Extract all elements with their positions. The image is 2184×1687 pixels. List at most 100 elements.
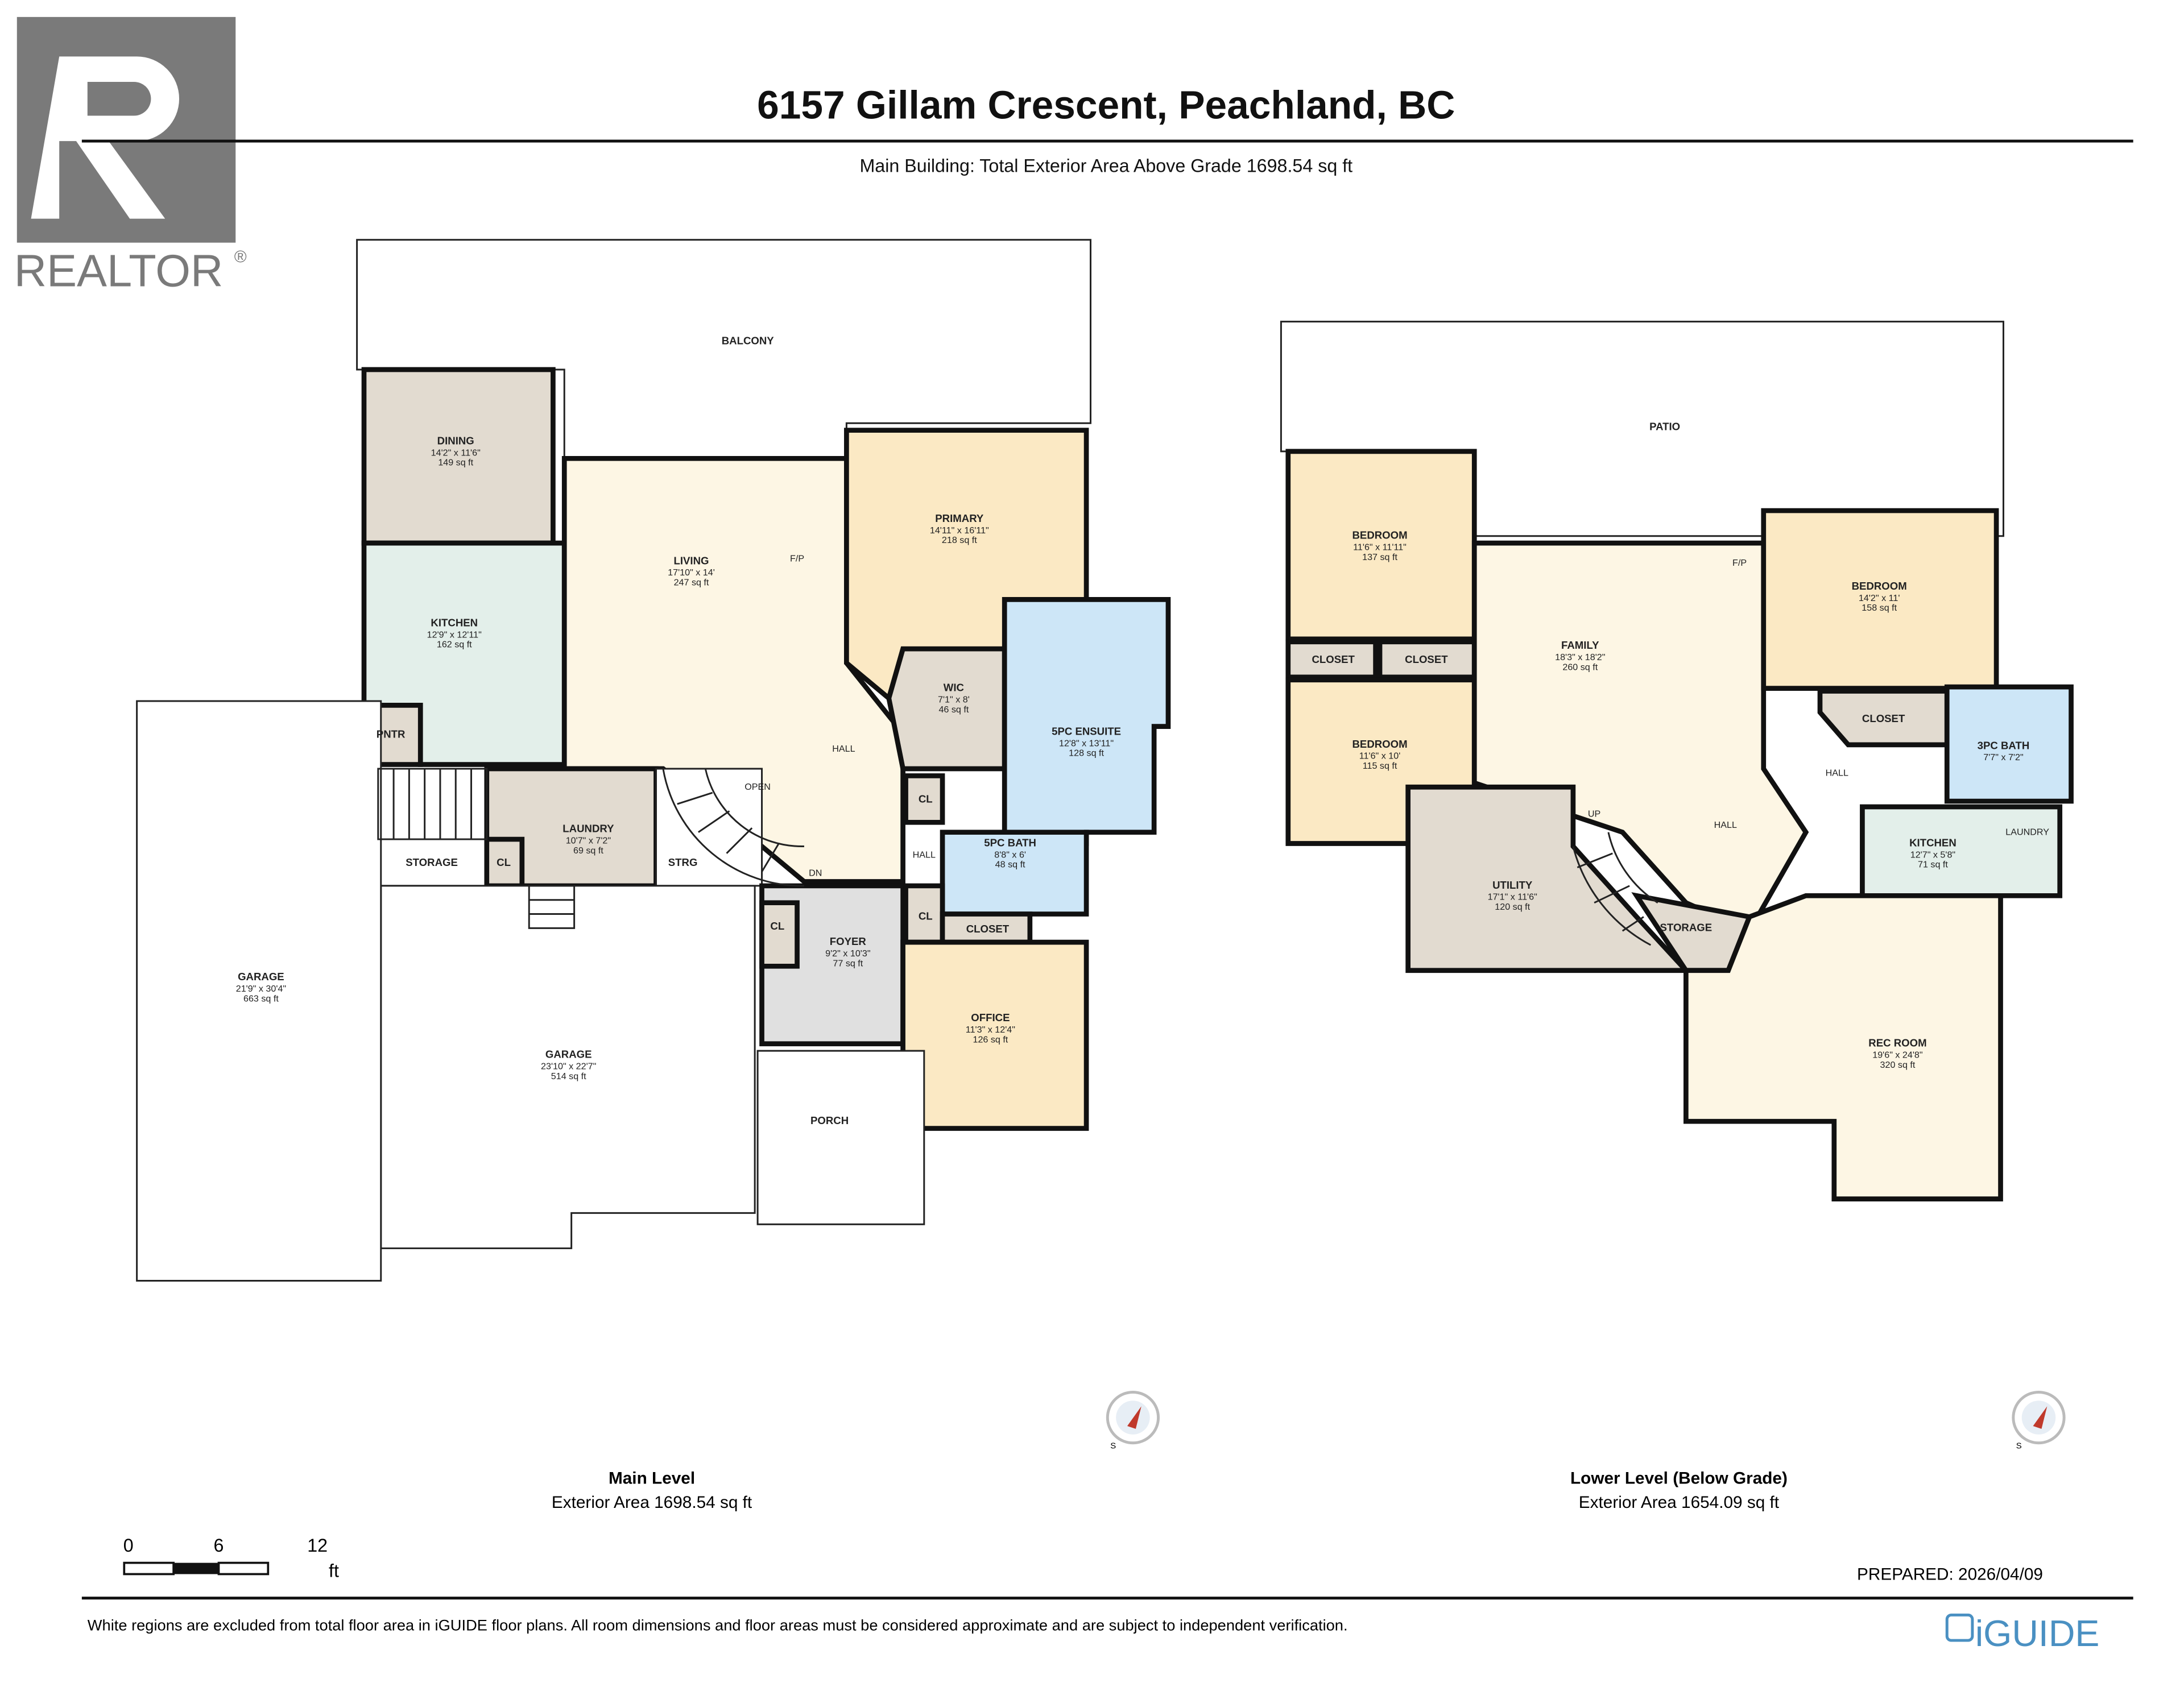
scale-unit: ft	[329, 1560, 339, 1581]
curved-staircase	[662, 768, 804, 887]
lower-room-closet-label: CLOSET	[1312, 653, 1355, 665]
room-area: 663 sq ft	[243, 993, 279, 1004]
room-area: 514 sq ft	[551, 1071, 586, 1081]
room-area: 77 sq ft	[833, 958, 863, 968]
stairs-to-garage	[377, 768, 488, 840]
room-dims: 14'2" x 11'6"	[431, 447, 481, 458]
lower-level-label: Lower Level (Below Grade)	[1570, 1469, 1788, 1488]
room-area: 120 sq ft	[1495, 902, 1530, 912]
realtor-wordmark: REALTOR	[14, 246, 224, 296]
room-dims: 17'10" x 14'	[668, 567, 715, 578]
hall-label: HALL	[832, 744, 855, 754]
room-area: 247 sq ft	[674, 578, 709, 588]
room-dims: 11'6" x 10'	[1359, 751, 1400, 761]
room-name: CL	[919, 910, 933, 922]
main-room-cl-label: CL	[919, 910, 933, 922]
lower-room-utility-shape	[1405, 784, 1692, 973]
lower-room-rec-room-shape	[1684, 893, 2003, 1201]
room-name: LAUNDRY	[562, 823, 614, 835]
room-area: 320 sq ft	[1880, 1060, 1916, 1070]
compass-icon: S	[1106, 1390, 1160, 1451]
room-name: GARAGE	[545, 1048, 592, 1060]
room-dims: 11'6" x 11'11"	[1353, 542, 1407, 553]
registered-mark: ®	[234, 247, 247, 266]
main-room-cl-shape	[759, 900, 800, 969]
main-level-area: Exterior Area 1698.54 sq ft	[552, 1493, 752, 1512]
room-area: 128 sq ft	[1069, 748, 1104, 758]
lower-room-storage-label: STORAGE	[1660, 921, 1713, 933]
room-dims: 19'6" x 24'8"	[1872, 1050, 1923, 1060]
main-room-cl-shape	[903, 773, 945, 825]
compass-icon: S	[2012, 1390, 2066, 1451]
lower-hall-label: HALL	[1826, 768, 1848, 778]
main-room-cl-label: CL	[919, 793, 933, 805]
room-dims: 17'1" x 11'6"	[1488, 892, 1537, 902]
main-room-strg-label: STRG	[668, 856, 698, 868]
room-dims: 18'3" x 18'2"	[1555, 652, 1606, 662]
lower-hall-label-2: HALL	[1714, 820, 1737, 830]
lower-room-closet-label: CLOSET	[1405, 653, 1448, 665]
open-label: OPEN	[744, 782, 771, 792]
room-dims: 12'9" x 12'11"	[427, 629, 482, 640]
lower-room-3pc-bath-shape	[1944, 684, 2074, 804]
room-name: 5PC BATH	[984, 836, 1036, 848]
room-area: 115 sq ft	[1363, 761, 1397, 771]
lower-curved-staircase	[1572, 832, 1658, 946]
realtor-logo: REALTOR ®	[14, 16, 247, 296]
main-room-wic-shape	[886, 646, 1007, 772]
room-area: 69 sq ft	[573, 845, 603, 856]
main-room-porch-shape	[756, 1050, 925, 1225]
page-title: 6157 Gillam Crescent, Peachland, BC	[757, 82, 1455, 127]
down-label: DN	[809, 868, 822, 878]
room-area: 162 sq ft	[437, 640, 472, 650]
prepared-date: PREPARED: 2026/04/09	[1857, 1565, 2043, 1584]
room-area: 260 sq ft	[1562, 662, 1598, 672]
room-area: 46 sq ft	[938, 704, 969, 715]
room-name: BEDROOM	[1852, 580, 1907, 592]
main-room-pntr-label: PNTR	[377, 728, 406, 740]
lower-room-closet-shape	[1817, 689, 1950, 748]
room-dims: 11'3" x 12'4"	[966, 1025, 1015, 1035]
lower-level-area: Exterior Area 1654.09 sq ft	[1579, 1493, 1780, 1512]
room-area: 218 sq ft	[942, 535, 977, 545]
room-dims: 23'10" x 22'7"	[541, 1061, 597, 1071]
room-name: FOYER	[830, 935, 867, 947]
room-name: GARAGE	[238, 971, 284, 983]
room-dims: 8'8" x 6'	[994, 849, 1026, 860]
room-area: 126 sq ft	[973, 1034, 1008, 1044]
main-room-cl-label: CL	[497, 856, 511, 868]
up-label: UP	[1588, 809, 1600, 819]
room-dims: 12'7" x 5'8"	[1910, 849, 1956, 860]
room-name: CLOSET	[1405, 653, 1448, 665]
room-name: PNTR	[377, 728, 406, 740]
lower-laundry-label: LAUNDRY	[2005, 827, 2049, 838]
room-dims: 9'2" x 10'3"	[825, 948, 871, 959]
room-name: CL	[497, 856, 511, 868]
room-name: STORAGE	[1660, 921, 1713, 933]
page-subtitle: Main Building: Total Exterior Area Above…	[859, 156, 1352, 176]
lower-room-patio-label: PATIO	[1649, 421, 1680, 433]
walls-layer	[377, 768, 1658, 946]
room-dims: 12'8" x 13'11"	[1059, 738, 1114, 748]
room-name: 5PC ENSUITE	[1052, 725, 1121, 737]
room-name: CLOSET	[966, 923, 1010, 935]
main-room-closet-label: CLOSET	[966, 923, 1010, 935]
